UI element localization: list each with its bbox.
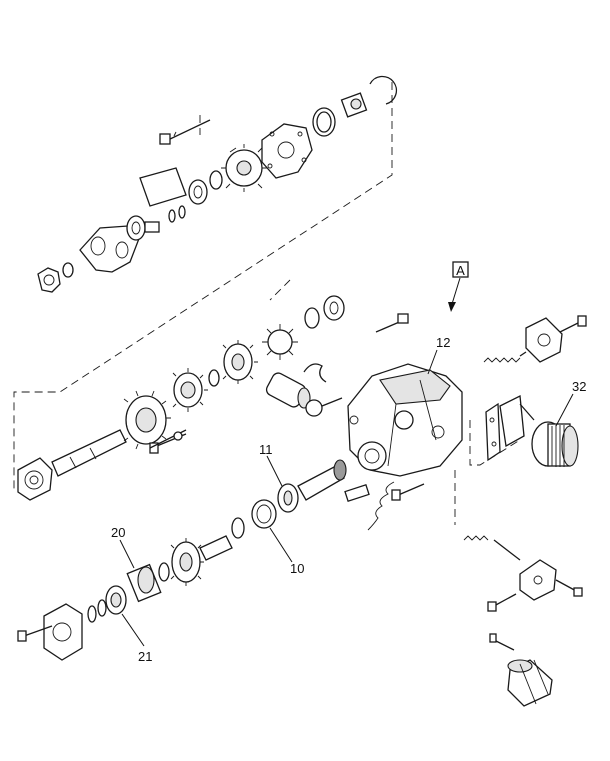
spring-lower-right — [463, 535, 521, 561]
bracket-lower-right — [519, 559, 557, 601]
fitting-lower — [344, 484, 370, 502]
mounting-bracket-upper — [79, 225, 141, 273]
pump-housing — [347, 363, 463, 477]
bolt-middle-2 — [375, 313, 409, 333]
sensor-assembly-32 — [499, 394, 579, 467]
main-shaft — [51, 429, 127, 477]
hex-nut-upper — [37, 267, 61, 293]
washer-lower-3 — [158, 562, 170, 582]
bearing-middle-1 — [304, 307, 320, 329]
screw-upper — [159, 119, 211, 145]
spacer-ring-1 — [126, 215, 146, 241]
washer-upper-3 — [178, 205, 186, 219]
lower-right-parts — [463, 535, 583, 707]
spacer-sleeve — [144, 221, 160, 233]
retaining-clip — [303, 363, 327, 383]
callout-21: 21 — [138, 649, 152, 664]
callout-10: 10 — [290, 561, 304, 576]
washer-middle-1 — [208, 369, 220, 387]
star-wheel — [262, 324, 298, 360]
snap-ring-upper — [369, 75, 398, 105]
o-ring-upper — [312, 107, 336, 137]
washer-upper-4 — [209, 170, 223, 190]
bearing-upper — [188, 179, 208, 205]
middle-subassembly — [17, 295, 409, 501]
gear-11 — [277, 483, 299, 513]
upper-subassembly — [37, 75, 398, 293]
callout-11: 11 — [259, 442, 273, 457]
gear-upper — [221, 144, 267, 192]
end-cover-left — [17, 457, 53, 501]
rotor-gear-middle — [172, 368, 208, 412]
callout-20: 20 — [111, 525, 125, 540]
bushing-20 — [126, 563, 162, 603]
fuel-line-spring — [367, 481, 395, 531]
view-reference-label: A — [456, 263, 465, 278]
callout-12: 12 — [436, 335, 450, 350]
drive-hub-upper — [340, 92, 368, 118]
drive-gear-middle — [123, 390, 171, 450]
cam-shaft-lower — [297, 459, 347, 501]
pin-lower — [391, 483, 425, 501]
bushing-middle — [305, 399, 323, 417]
callout-leaders — [119, 349, 574, 647]
screw-middle-lower — [149, 429, 187, 449]
bolt-lower-left — [17, 625, 53, 642]
spur-gear-middle — [222, 340, 258, 384]
bolt-lower-right-1 — [555, 579, 583, 597]
cover-upper-right — [525, 315, 587, 363]
bearing-21 — [105, 585, 127, 615]
flange-plate-upper — [261, 123, 313, 179]
spring-upper-right — [483, 351, 527, 363]
bearing-middle-2 — [323, 295, 345, 321]
bolt-lower-right-2 — [487, 593, 517, 612]
shaft-lower — [199, 535, 233, 561]
callout-32: 32 — [572, 379, 586, 394]
small-screw-lower — [489, 633, 515, 651]
shim-plate — [139, 167, 187, 207]
washer-upper-2 — [168, 209, 176, 223]
filter-canister — [507, 659, 553, 707]
ring-10 — [251, 499, 277, 529]
washer-lower-1 — [87, 605, 97, 623]
drive-gear-lower — [170, 538, 204, 586]
washer-lower-4 — [231, 517, 245, 539]
view-reference-box: A — [448, 261, 469, 312]
washer-upper-1 — [62, 262, 74, 278]
end-plate-lower — [43, 603, 83, 661]
sensor-bracket — [485, 402, 501, 462]
lower-subassembly — [17, 459, 425, 661]
solenoid-middle — [265, 372, 311, 409]
washer-lower-2 — [97, 599, 107, 617]
